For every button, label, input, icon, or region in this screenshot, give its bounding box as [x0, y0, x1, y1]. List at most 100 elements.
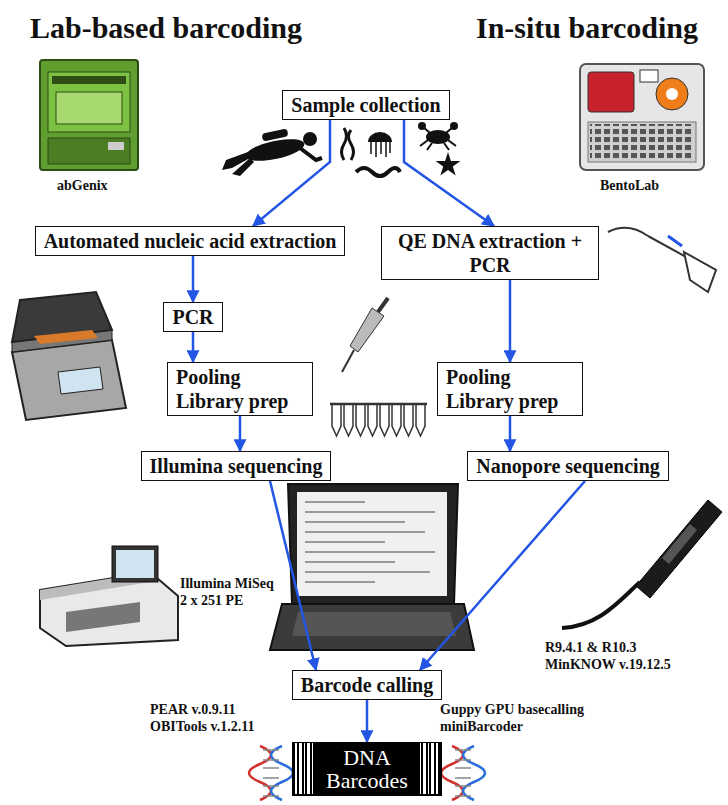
bentolab-device [640, 70, 658, 82]
dna-helix [263, 750, 279, 796]
pcr-tube-strip [392, 404, 401, 436]
marine-creatures [349, 130, 354, 160]
minion-sequencer [636, 500, 722, 598]
pipette [342, 298, 388, 372]
box-label: Illumina sequencing [150, 454, 323, 478]
minion-sequencer [562, 500, 722, 628]
diver-silhouette [244, 135, 306, 165]
illumina-miseq [40, 572, 178, 646]
abgenix-instrument [48, 138, 130, 164]
barcode-stripe [307, 743, 310, 794]
barcode-stripe [295, 743, 297, 794]
diver-silhouette [303, 132, 317, 146]
bentolab-device [588, 72, 634, 112]
abgenix-instrument [108, 142, 124, 150]
dna-helix [249, 746, 485, 800]
box-label: PCR [172, 305, 213, 329]
diver-silhouette [222, 128, 322, 176]
software-version: PEAR v.0.9.11 OBITools v.1.2.11 [150, 702, 265, 736]
minion-sequencer [562, 582, 640, 628]
box-label: Pooling Library prep [176, 365, 304, 413]
abgenix-instrument [40, 60, 138, 170]
bentolab-device [656, 78, 688, 110]
box-label: Nanopore sequencing [476, 454, 660, 478]
barcode-stripe [428, 743, 429, 794]
dna-helix [455, 750, 471, 796]
quickextract-tube [608, 228, 648, 236]
illumina-miseq [40, 546, 178, 646]
laptop [270, 484, 474, 650]
pcr-tube-strip [330, 403, 427, 406]
pcr-thermocycler [34, 330, 98, 344]
marine-creatures [371, 142, 390, 157]
pcr-tube-strip [368, 404, 377, 436]
dna-helix [441, 746, 463, 800]
barcode-box: DNA Barcodes [292, 742, 442, 796]
instrument-name: abGenix [57, 178, 108, 195]
column-heading: Lab-based barcoding [30, 10, 302, 46]
marine-creatures [436, 152, 461, 176]
barcode-stripe [304, 743, 305, 794]
instrument-spec: R9.4.1 & R10.3 MinKNOW v.19.12.5 [545, 640, 680, 674]
bentolab-device [580, 64, 704, 170]
box-label: Barcode calling [301, 673, 433, 697]
process-box: Illumina sequencing [141, 451, 332, 481]
flow-arrow [270, 481, 316, 670]
laptop [292, 612, 456, 636]
bentolab-device [666, 88, 678, 100]
laptop [305, 502, 435, 582]
illumina-miseq [116, 550, 154, 578]
flow-arrow [192, 332, 195, 362]
abgenix-instrument [40, 60, 138, 170]
flow-arrow [509, 280, 512, 362]
marine-creatures [356, 168, 400, 176]
column-heading: In-situ barcoding [476, 10, 698, 46]
laptop [297, 492, 447, 596]
process-box: Pooling Library prep [437, 362, 583, 416]
pcr-tube-strip [404, 404, 413, 436]
process-box: Sample collection [282, 90, 449, 120]
bentolab-device [588, 122, 696, 162]
barcode-stripe [299, 743, 302, 794]
marine-creatures [368, 132, 392, 142]
box-label: DNA Barcodes [317, 746, 417, 792]
marine-creatures [342, 128, 347, 160]
illumina-miseq [112, 546, 158, 582]
marine-creatures [420, 127, 456, 150]
software-version: Guppy GPU basecalling miniBarcoder [440, 702, 600, 736]
flow-arrow [366, 700, 369, 742]
process-box: PCR [163, 302, 222, 332]
flow-arrow [192, 256, 195, 302]
pcr-tube-strip [356, 404, 365, 436]
pcr-tube-strip [330, 404, 427, 436]
quickextract-tube [668, 236, 682, 246]
abgenix-instrument [56, 92, 122, 124]
pcr-tube-strip [416, 404, 425, 436]
barcode-stripe [431, 743, 434, 794]
bentolab-device [580, 64, 704, 170]
flow-arrow [239, 416, 242, 451]
minion-sequencer [662, 524, 697, 564]
process-box: Pooling Library prep [167, 362, 313, 416]
diver-silhouette [300, 148, 322, 160]
process-box: QE DNA extraction + PCR [381, 226, 599, 280]
pcr-tube-strip [332, 404, 341, 436]
quickextract-tube [648, 236, 688, 258]
box-label: Pooling Library prep [446, 365, 574, 413]
flow-arrow [509, 416, 512, 451]
pipette [350, 308, 384, 352]
marine-creatures [342, 122, 461, 176]
dna-helix [249, 746, 271, 800]
quickextract-tube [684, 252, 716, 292]
pcr-tube-strip [380, 404, 389, 436]
marine-creatures [450, 122, 458, 130]
diver-silhouette [232, 158, 254, 176]
pcr-thermocycler [12, 292, 126, 420]
quickextract-tube [608, 228, 716, 292]
process-box: Barcode calling [292, 670, 442, 700]
laptop [288, 484, 458, 604]
process-box: Automated nucleic acid extraction [35, 226, 346, 256]
pcr-tube-strip [344, 404, 353, 436]
instrument-spec: Illumina MiSeq 2 x 251 PE [180, 576, 280, 610]
